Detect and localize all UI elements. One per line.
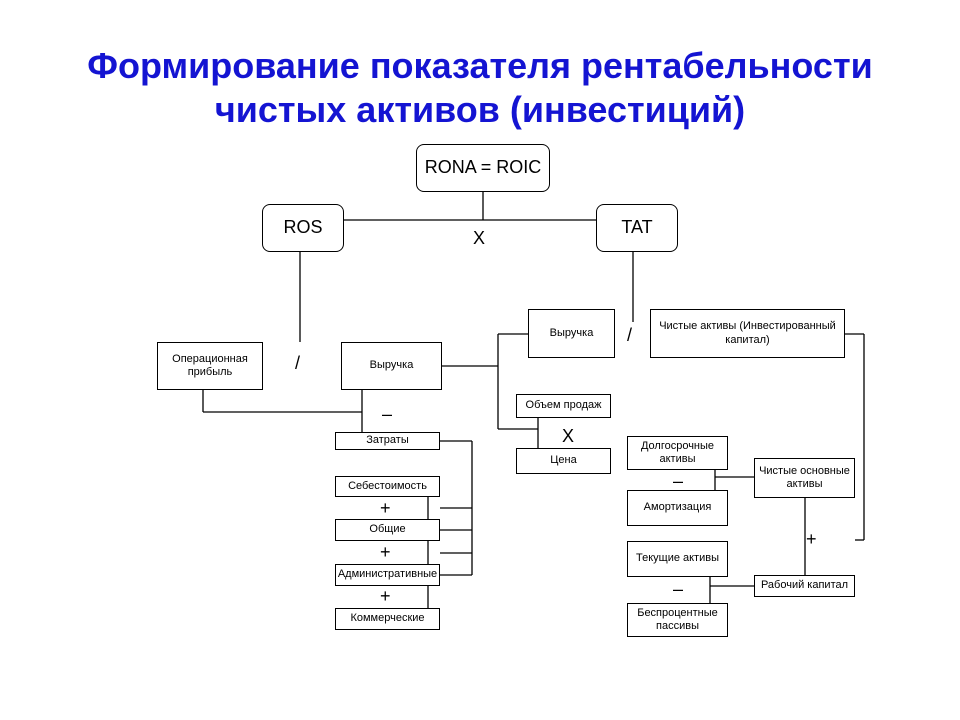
node-commercial: Коммерческие [335,608,440,630]
operator-multiply-sales: X [562,426,575,446]
node-non-interest-liabilities: Беспроцентные пассивы [627,603,728,637]
operator-multiply-top: X [473,228,486,248]
node-ros: ROS [262,204,344,252]
operator-plus-capital: + [806,529,817,549]
operator-minus-depreciation: – [673,471,684,491]
node-net-assets: Чистые активы (Инвестированный капитал) [650,309,845,358]
operator-divide-left: / [295,353,301,373]
node-long-term-assets: Долгосрочные активы [627,436,728,470]
node-operating-profit: Операционная прибыль [157,342,263,390]
node-administrative: Административные [335,564,440,586]
node-costs: Затраты [335,432,440,450]
node-net-fixed-assets: Чистые основные активы [754,458,855,498]
operator-plus-3: + [380,586,391,606]
operator-plus-1: + [380,498,391,518]
node-sales-volume: Объем продаж [516,394,611,418]
node-revenue-right: Выручка [528,309,615,358]
node-rona-roic: RONA = ROIC [416,144,550,192]
node-price: Цена [516,448,611,474]
operator-plus-2: + [380,542,391,562]
operator-divide-right: / [627,325,633,345]
node-working-capital: Рабочий капитал [754,575,855,597]
operator-minus-costs: – [382,404,393,424]
page-title-line-2: чистых активов (инвестиций) [214,89,746,130]
node-cost-of-goods: Себестоимость [335,476,440,497]
node-general: Общие [335,519,440,541]
page-title: Формирование показателя рентабельности ч… [0,44,960,132]
operator-minus-liabilities: – [673,579,684,599]
page-title-line-1: Формирование показателя рентабельности [87,45,873,86]
node-tat: TAT [596,204,678,252]
node-depreciation: Амортизация [627,490,728,526]
node-revenue-left: Выручка [341,342,442,390]
node-current-assets: Текущие активы [627,541,728,577]
